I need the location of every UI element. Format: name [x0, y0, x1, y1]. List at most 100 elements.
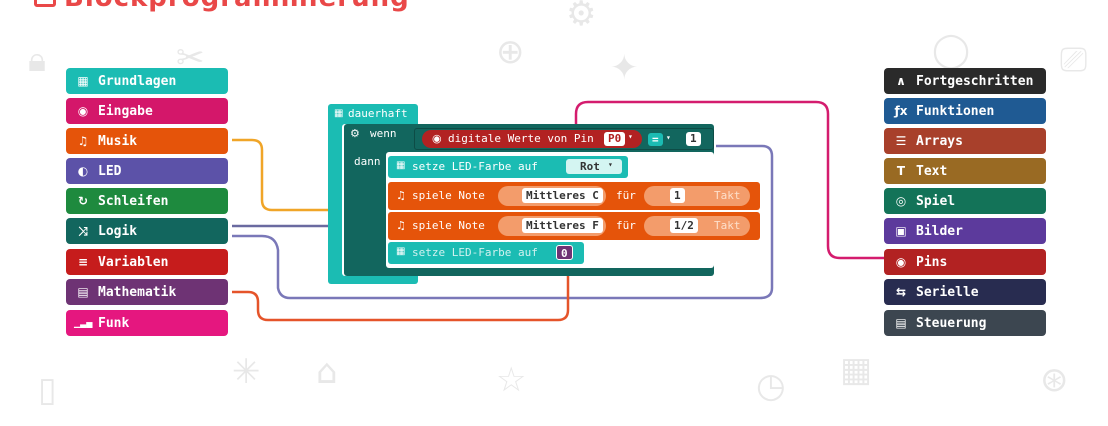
beat-value-1[interactable]: 1: [670, 188, 685, 203]
logo-icon: [34, 0, 56, 7]
chevron-up-icon: ∧: [896, 74, 906, 88]
category-led[interactable]: ◐ LED: [66, 158, 228, 184]
background-doodle-circle-icon: ⊕: [496, 32, 525, 72]
beat-unit-2: Takt: [714, 219, 741, 232]
for-label-1: für: [616, 189, 636, 202]
background-doodle-cylinder-icon: ◯: [932, 30, 971, 70]
if-settings-icon: ⚙: [350, 127, 360, 140]
background-doodle-cog-icon: ⊛: [1040, 360, 1069, 400]
category-label: Spiel: [916, 193, 956, 209]
category-musik[interactable]: ♫ Musik: [66, 128, 228, 154]
category-label: Schleifen: [98, 193, 169, 209]
category-label: Grundlagen: [98, 73, 177, 89]
category-label: Serielle: [916, 284, 979, 300]
background-doodle-star-outline-icon: ☆: [496, 360, 527, 400]
background-doodle-star-icon: ✦: [610, 48, 639, 88]
wire-logik-2: [232, 144, 774, 300]
wire-mathematik: [232, 262, 570, 322]
set-led-color-label-1: setze LED-Farbe auf: [412, 160, 538, 173]
category-steuerung[interactable]: ▤ Steuerung: [884, 310, 1046, 336]
category-text[interactable]: T Text: [884, 158, 1046, 184]
category-serielle[interactable]: ⇆ Serielle: [884, 279, 1046, 305]
category-bilder[interactable]: ▣ Bilder: [884, 218, 1046, 244]
color-dropdown[interactable]: Rot: [566, 159, 622, 174]
color-value-slot-2[interactable]: 0: [556, 245, 573, 260]
category-label: Funktionen: [916, 103, 995, 119]
play-note-label-2: spiele Note: [412, 219, 485, 232]
pin-icon: ◉: [432, 132, 442, 145]
list-icon: ≡: [77, 255, 89, 269]
wire-musik: [232, 138, 392, 212]
category-label: Pins: [916, 254, 948, 270]
category-label: Eingabe: [98, 103, 153, 119]
beat-unit-1: Takt: [714, 189, 741, 202]
refresh-icon: ↻: [77, 194, 89, 208]
compare-value-slot[interactable]: 1: [686, 132, 701, 146]
category-fortgeschritten[interactable]: ∧ Fortgeschritten: [884, 68, 1046, 94]
note-value-1[interactable]: Mittleres C: [522, 188, 603, 203]
category-label: Musik: [98, 133, 138, 149]
category-label: Arrays: [916, 133, 963, 149]
toggle-icon: ◐: [77, 164, 89, 178]
forever-grid-icon: ▦: [334, 108, 344, 119]
category-grundlagen[interactable]: ▦ Grundlagen: [66, 68, 228, 94]
beat-value-2[interactable]: 1/2: [670, 218, 698, 233]
wire-pins: [574, 100, 884, 260]
category-eingabe[interactable]: ◉ Eingabe: [66, 98, 228, 124]
grid-icon: ▦: [77, 74, 89, 88]
background-doodle-phone-icon: ▯: [38, 370, 57, 410]
shuffle-icon: ⤨: [78, 223, 88, 238]
background-doodle-lock-icon: 🔒︎: [28, 40, 47, 80]
category-label: Text: [916, 163, 948, 179]
category-variablen[interactable]: ≡ Variablen: [66, 249, 228, 275]
then-label: dann: [354, 155, 381, 168]
forever-label: dauerhaft: [348, 107, 408, 120]
calculator-icon: ▤: [77, 285, 89, 299]
category-logik[interactable]: ⤨ Logik: [66, 218, 228, 244]
category-funktionen[interactable]: ƒx Funktionen: [884, 98, 1046, 124]
led-grid-icon-2: ▦: [396, 246, 406, 257]
pin-dropdown-chevron: ▾: [628, 132, 633, 141]
background-doodle-asterisk-icon: ✳: [232, 352, 261, 392]
set-led-color-label-2: setze LED-Farbe auf: [412, 246, 538, 259]
category-label: Mathematik: [98, 284, 177, 300]
background-doodle-camera-icon: ⎚: [1060, 40, 1088, 80]
category-arrays[interactable]: ☰ Arrays: [884, 128, 1046, 154]
compare-chevron: ▾: [666, 133, 671, 142]
note-value-2[interactable]: Mittleres F: [522, 218, 603, 233]
function-icon: ƒx: [894, 104, 908, 118]
category-spiel[interactable]: ◎ Spiel: [884, 188, 1046, 214]
category-label: Fortgeschritten: [916, 73, 1034, 89]
compare-operator-dropdown[interactable]: =: [648, 133, 663, 146]
category-pins[interactable]: ◉ Pins: [884, 249, 1046, 275]
text-icon: T: [896, 164, 906, 178]
page-header: Blockprogrammierung: [34, 0, 410, 11]
set-led-color-block-2[interactable]: [388, 242, 584, 264]
usb-icon: ⇆: [895, 285, 907, 299]
category-funk[interactable]: ▁▃▅ Funk: [66, 310, 228, 336]
background-doodle-grid-icon: ▦: [840, 350, 873, 390]
music-icon-2: ♫: [396, 219, 406, 232]
category-mathematik[interactable]: ▤ Mathematik: [66, 279, 228, 305]
image-icon: ▣: [895, 224, 907, 238]
target-icon: ◉: [77, 104, 89, 118]
pin-dropdown[interactable]: P0: [604, 132, 626, 146]
category-label: LED: [98, 163, 122, 179]
if-label: wenn: [370, 127, 397, 140]
page-title: Blockprogrammierung: [64, 0, 410, 11]
category-label: Logik: [98, 223, 138, 239]
led-grid-icon: ▦: [396, 160, 406, 171]
background-doodle-gear-icon: ⚙: [566, 0, 597, 34]
pin-icon: ◉: [895, 255, 907, 269]
music-icon-1: ♫: [396, 189, 406, 202]
gamepad-icon: ◎: [895, 194, 907, 208]
category-schleifen[interactable]: ↻ Schleifen: [66, 188, 228, 214]
digital-read-label: digitale Werte von Pin: [448, 132, 594, 145]
background-doodle-building-icon: ⌂: [316, 352, 338, 392]
for-label-2: für: [616, 219, 636, 232]
digital-read-block[interactable]: [422, 130, 642, 148]
play-note-label-1: spiele Note: [412, 189, 485, 202]
category-label: Bilder: [916, 223, 963, 239]
color-chevron: ▾: [608, 160, 613, 169]
background-doodle-clock-icon: ◷: [756, 366, 786, 406]
